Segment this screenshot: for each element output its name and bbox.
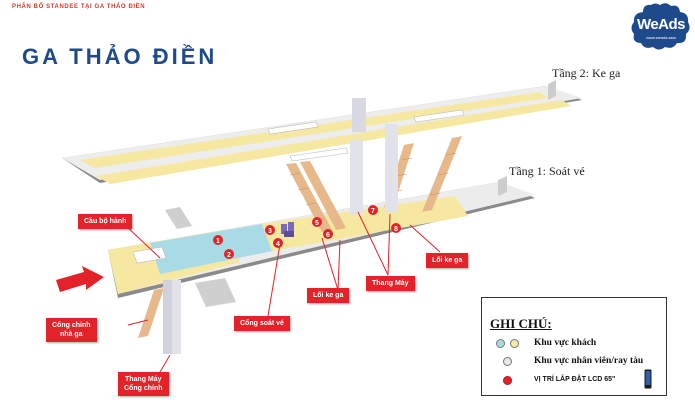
floor2-platform <box>62 80 582 184</box>
callout-elevator[interactable]: Thang Máy <box>366 276 415 291</box>
legend-lcd-text: VỊ TRÍ LẮP ĐẶT LCD 65" <box>534 376 616 383</box>
marker-6[interactable]: 6 <box>323 229 333 239</box>
legend-gray-dot-icon <box>503 357 512 366</box>
callout-main-elevator-line-1: Thang Máy <box>124 376 162 383</box>
staircase-2 <box>300 161 346 230</box>
floor2-passenger-strip-1 <box>80 92 548 168</box>
floor2-label: Tầng 2: Ke ga <box>552 66 621 80</box>
callout-main-elevator-line-2: Cổng chính <box>124 385 163 392</box>
floor2-opening-2 <box>289 147 349 162</box>
callout-main-gate-line-2: nhà ga <box>59 331 83 338</box>
marker-8[interactable]: 8 <box>391 223 401 233</box>
svg-text:8: 8 <box>394 226 398 233</box>
callout-main-gate[interactable]: Cổng chính nhà ga <box>46 318 97 342</box>
svg-text:4: 4 <box>276 241 280 248</box>
leader-lines <box>124 211 441 373</box>
lcd-screen-icon <box>644 369 652 389</box>
elevator-shaft-2 <box>385 124 398 212</box>
staircase-main-gate <box>138 288 164 338</box>
elevator-shaft-1 <box>350 140 363 214</box>
legend-yellow-dot-icon <box>510 339 519 348</box>
weads-logo: WeAds www.weads.asia <box>629 2 693 52</box>
column-top <box>352 98 366 132</box>
callout-platform-entrance-1[interactable]: Lối ke ga <box>307 288 350 303</box>
callout-pedestrian-bridge[interactable]: Cầu bộ hành <box>78 214 133 229</box>
ticket-machine-1 <box>281 224 287 234</box>
floor1-passenger-area-cyan <box>150 224 272 274</box>
svg-text:6: 6 <box>326 232 330 239</box>
page-top-label: PHÂN BỔ STANDEE TẠI GA THẢO ĐIỀN <box>12 4 146 10</box>
legend-box: GHI CHÚ: Khu vực khách Khu vực nhân viên… <box>481 297 667 396</box>
ticket-machine-2 <box>288 222 294 232</box>
columns <box>163 98 398 354</box>
ticket-gate-machines <box>281 222 294 237</box>
svg-text:2: 2 <box>227 252 231 259</box>
legend-title: GHI CHÚ: <box>490 316 552 331</box>
ticket-machine-base <box>284 231 294 237</box>
legend-staff-text: Khu vực nhân viên/ray tàu <box>534 356 644 366</box>
entrance-arrow-icon <box>56 266 104 292</box>
page-title: GA THẢO ĐIỀN <box>22 44 218 69</box>
lcd-markers: 1 2 3 4 5 6 7 8 <box>213 205 401 259</box>
pedestrian-bridge-lower <box>195 278 236 307</box>
svg-text:7: 7 <box>371 208 375 215</box>
marker-5[interactable]: 5 <box>312 217 322 227</box>
marker-4[interactable]: 4 <box>273 238 283 248</box>
pedestrian-bridge-upper <box>165 207 192 229</box>
logo-text: WeAds <box>636 16 686 33</box>
floor2-opening-3 <box>413 109 465 123</box>
legend-passenger-text: Khu vực khách <box>534 338 597 348</box>
marker-1[interactable]: 1 <box>213 235 223 245</box>
svg-text:1: 1 <box>216 238 220 245</box>
logo-badge-icon <box>631 3 690 50</box>
floor1-opening <box>132 246 167 264</box>
floor2-edge-tab <box>548 80 556 100</box>
elevator-main-gate-side <box>163 280 172 354</box>
logo-subtext: www.weads.asia <box>646 35 676 40</box>
elevator-main-gate-shaft <box>172 280 181 354</box>
callout-platform-entrance-2[interactable]: Lối ke ga <box>426 253 469 268</box>
marker-7[interactable]: 7 <box>368 205 378 215</box>
legend-red-dot-icon <box>503 376 512 385</box>
staircases <box>138 136 462 338</box>
svg-text:5: 5 <box>315 220 319 227</box>
floor2-opening-1 <box>267 121 319 135</box>
legend-cyan-dot-icon <box>496 339 505 348</box>
callout-main-gate-line-1: Cổng chính <box>52 322 91 329</box>
callout-main-elevator[interactable]: Thang Máy Cổng chính <box>118 372 169 396</box>
marker-2[interactable]: 2 <box>224 249 234 259</box>
floor1-passenger-area-paid <box>262 196 468 251</box>
floor2-passenger-strip-2 <box>96 100 571 184</box>
marker-3[interactable]: 3 <box>265 225 275 235</box>
floor1-label: Tầng 1: Soát vé <box>509 164 585 178</box>
callout-ticket-gate[interactable]: Cổng soát vé <box>234 316 290 331</box>
svg-text:3: 3 <box>268 228 272 235</box>
staircase-1 <box>286 163 332 232</box>
floor1-edge-tab <box>498 176 507 196</box>
